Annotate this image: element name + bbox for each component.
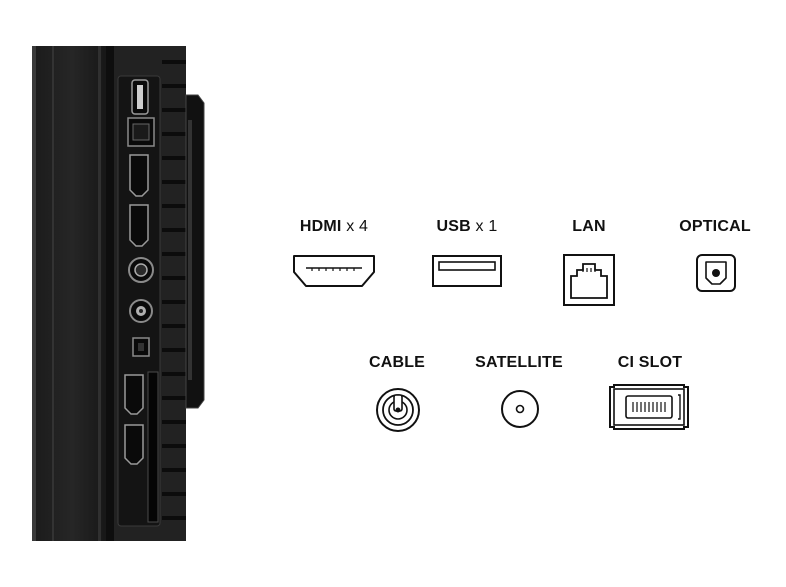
tv-cable-port xyxy=(128,257,154,283)
tv-lan-port xyxy=(127,117,155,147)
usb-label-count: x 1 xyxy=(475,218,498,235)
ci-slot-label: CI SLOT xyxy=(618,354,683,372)
tv-optical-port xyxy=(132,337,150,357)
optical-label-name: OPTICAL xyxy=(679,218,751,235)
cable-label: CABLE xyxy=(369,354,425,372)
optical-port-icon xyxy=(696,254,736,292)
tv-hdmi-port-1 xyxy=(129,154,149,197)
satellite-label: SATELLITE xyxy=(475,354,563,372)
optical-label: OPTICAL xyxy=(679,218,751,236)
tv-body-edge xyxy=(32,46,36,541)
tv-ci-slot xyxy=(147,371,159,523)
tv-hdmi-port-3 xyxy=(124,374,144,415)
tv-hdmi-port-2 xyxy=(129,204,149,247)
ci-slot-label-name: CI SLOT xyxy=(617,354,683,371)
tv-hdmi-port-4 xyxy=(124,424,144,465)
tv-satellite-port xyxy=(129,299,153,323)
hdmi-label: HDMI x 4 xyxy=(300,218,368,236)
usb-port-icon xyxy=(432,255,502,287)
tv-side-panel xyxy=(32,46,205,541)
lan-label-name: LAN xyxy=(572,218,606,235)
hdmi-label-count: x 4 xyxy=(346,218,369,235)
hdmi-label-name: HDMI xyxy=(299,218,342,235)
tv-vent-fins xyxy=(162,60,186,520)
cable-label-name: CABLE xyxy=(368,354,426,371)
hdmi-port-icon xyxy=(293,255,375,287)
usb-label-name: USB xyxy=(436,218,471,235)
ci-slot-icon xyxy=(609,384,689,430)
satellite-port-icon xyxy=(501,390,539,428)
ethernet-port-icon xyxy=(563,254,615,306)
tv-usb-port xyxy=(131,79,149,115)
satellite-label-name: SATELLITE xyxy=(475,354,563,371)
coaxial-cable-port-icon xyxy=(376,388,420,432)
lan-label: LAN xyxy=(572,218,605,236)
usb-label: USB x 1 xyxy=(437,218,498,236)
